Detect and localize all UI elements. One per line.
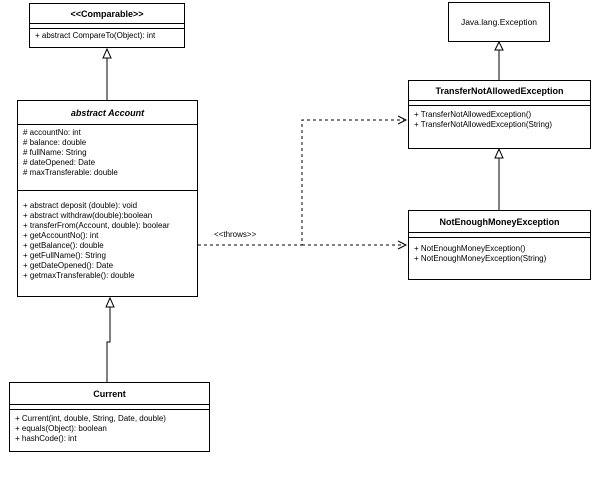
method-section: + NotEnoughMoneyException() + NotEnoughM… — [409, 238, 590, 266]
throws-label: <<throws>> — [214, 230, 257, 239]
inheritance-arrow-exception — [494, 40, 504, 51]
attribute-section — [409, 233, 590, 238]
transfer-not-allowed-class[interactable]: TransferNotAllowedException + TransferNo… — [408, 80, 591, 149]
inheritance-arrow-transfer — [494, 147, 504, 159]
method: + getBalance(): double — [23, 241, 104, 250]
not-enough-money-class[interactable]: NotEnoughMoneyException + NotEnoughMoney… — [408, 210, 591, 280]
method: + getFullName(): String — [23, 251, 106, 260]
method: + equals(Object): boolean — [15, 424, 107, 433]
class-name: abstract Account — [18, 101, 197, 125]
account-class[interactable]: abstract Account # accountNo: int # bala… — [17, 100, 198, 297]
throws-arrowhead-notenough — [397, 240, 408, 250]
class-name: NotEnoughMoneyException — [409, 211, 590, 233]
exception-class[interactable]: Java.lang.Exception — [448, 2, 550, 42]
method: + abstract withdraw(double):boolean — [23, 211, 153, 220]
throws-to-transfer-line — [198, 119, 404, 246]
class-name: Current — [10, 383, 209, 405]
method-section: + abstract deposit (double): void + abst… — [18, 191, 197, 283]
method: + hashCode(): int — [15, 434, 77, 443]
method-section: + TransferNotAllowedException() + Transf… — [409, 106, 590, 132]
attribute: # fullName: String — [23, 148, 87, 157]
method: + TransferNotAllowedException() — [414, 110, 532, 119]
attribute-section — [409, 101, 590, 106]
attribute: # maxTransferable: double — [23, 168, 118, 177]
class-name: TransferNotAllowedException — [409, 81, 590, 101]
inheritance-arrow-comparable — [102, 47, 112, 59]
throws-arrowhead-transfer — [397, 115, 408, 125]
method: + NotEnoughMoneyException() — [414, 244, 526, 253]
method: + transferFrom(Account, double): boolear — [23, 221, 170, 230]
method: + Current(int, double, String, Date, dou… — [15, 414, 166, 423]
method: + getDateOpened(): Date — [23, 261, 114, 270]
attribute: # dateOpened: Date — [23, 158, 96, 167]
method: + NotEnoughMoneyException(String) — [414, 254, 547, 263]
attribute: # accountNo: int — [23, 128, 81, 137]
inheritance-arrow-account — [105, 296, 115, 308]
current-class[interactable]: Current + Current(int, double, String, D… — [9, 382, 210, 452]
method: + abstract CompareTo(Object): int — [35, 31, 156, 40]
attribute-section: # accountNo: int # balance: double # ful… — [18, 125, 197, 191]
attribute: # balance: double — [23, 138, 87, 147]
method: + abstract deposit (double): void — [23, 201, 138, 210]
comparable-class[interactable]: <<Comparable>> + abstract CompareTo(Obje… — [29, 3, 185, 48]
method-section: + Current(int, double, String, Date, dou… — [10, 410, 209, 446]
class-name: Java.lang.Exception — [460, 17, 538, 27]
class-name: <<Comparable>> — [30, 4, 184, 24]
current-to-account-line — [106, 307, 111, 382]
method-section: + abstract CompareTo(Object): int — [30, 29, 184, 43]
method: + TransferNotAllowedException(String) — [414, 120, 553, 129]
attribute-section — [10, 405, 209, 410]
attribute-section — [30, 24, 184, 29]
method: + getmaxTransferable(): double — [23, 271, 135, 280]
method: + getAccountNo(): int — [23, 231, 99, 240]
